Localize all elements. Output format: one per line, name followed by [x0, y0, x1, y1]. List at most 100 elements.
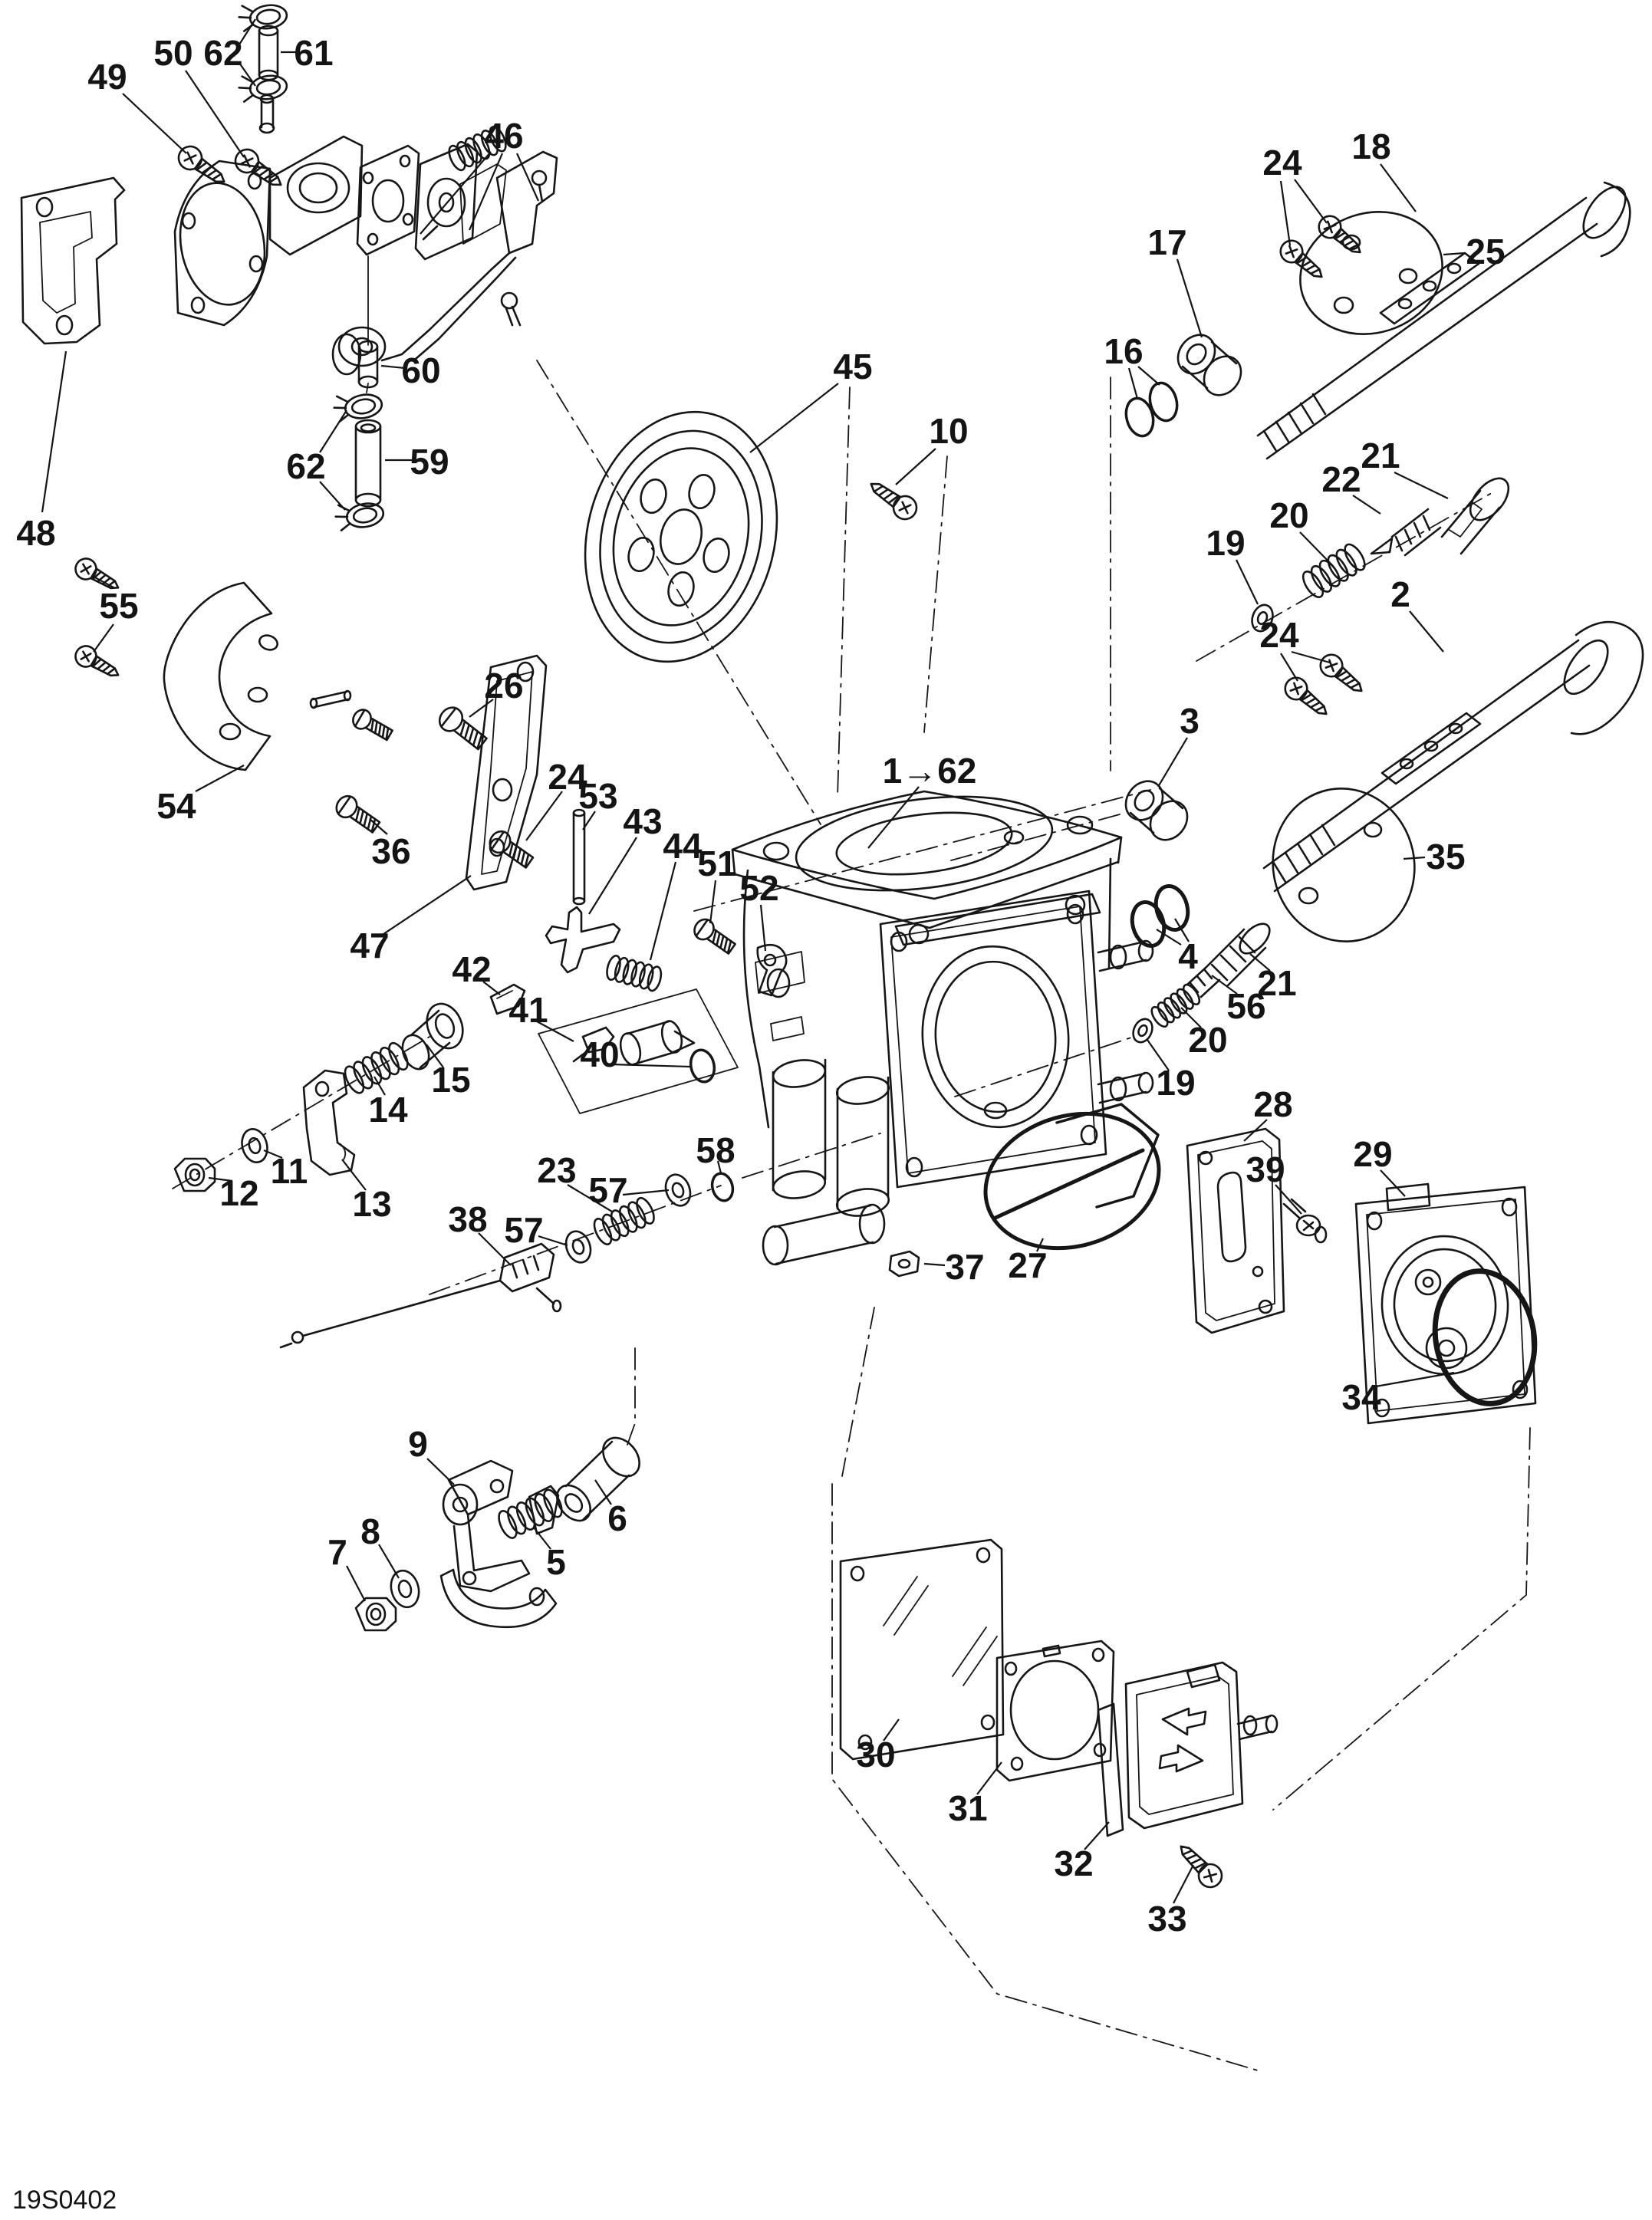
part-label-61: 61: [294, 33, 333, 73]
leader-line-38: [479, 1233, 511, 1265]
line-art: [915, 940, 1076, 1133]
line-art: [537, 1288, 554, 1304]
part-57-washer: [561, 1226, 596, 1268]
line-art: [673, 1031, 694, 1052]
line-art: [1334, 298, 1353, 313]
line-art: [428, 179, 465, 226]
line-art: [578, 413, 784, 660]
leader-line-40: [611, 1064, 690, 1067]
part-label-21b: 21: [1257, 963, 1296, 1003]
leader-line-24a: [1281, 181, 1290, 245]
part-43-lever: [546, 907, 620, 972]
line-art: [463, 1572, 476, 1584]
line-art: [1423, 281, 1436, 291]
part-15-sleeve: [398, 998, 469, 1073]
leader-line-16: [1129, 368, 1137, 399]
line-art: [1012, 1758, 1022, 1770]
part-label-58: 58: [696, 1130, 735, 1170]
line-art: [891, 906, 1095, 1173]
leader-line-18: [1381, 164, 1416, 212]
part-label-32: 32: [1054, 1843, 1093, 1883]
line-art: [303, 1281, 500, 1336]
line-art: [553, 1301, 561, 1311]
line-art: [1111, 946, 1126, 969]
line-art: [899, 1260, 910, 1268]
part-34-oring: [1425, 1263, 1545, 1412]
line-art: [1126, 1663, 1242, 1828]
line-art: [1356, 1187, 1535, 1423]
leader-line-12: [209, 1178, 232, 1181]
leader-line-24b: [1281, 653, 1298, 681]
line-art: [627, 1348, 635, 1445]
line-art: [765, 955, 775, 965]
line-art: [491, 985, 525, 1014]
leader-line-1-62: [868, 787, 919, 848]
line-art: [529, 1486, 558, 1534]
leader-line-56: [1212, 975, 1237, 994]
line-art: [1284, 1199, 1305, 1218]
part-label-17: 17: [1147, 222, 1186, 262]
line-art: [403, 214, 413, 225]
line-art: [398, 1031, 434, 1074]
line-art: [270, 136, 362, 255]
line-art: [1264, 640, 1589, 891]
part-32-pump-cover: [1098, 1663, 1277, 1836]
leader-line-14: [374, 1077, 385, 1095]
line-art: [574, 898, 584, 904]
line-art: [1371, 538, 1392, 554]
leader-line-20b: [1181, 1008, 1201, 1028]
line-art: [1212, 937, 1255, 980]
line-art: [333, 334, 360, 374]
leader-line-43: [589, 837, 637, 914]
line-art: [910, 925, 928, 943]
line-art: [1427, 1328, 1466, 1368]
part-label-35: 35: [1426, 837, 1465, 876]
line-art: [359, 341, 377, 352]
leader-line-3: [1158, 738, 1187, 787]
line-art: [1130, 788, 1183, 833]
line-art: [1299, 888, 1318, 903]
line-art: [665, 570, 697, 608]
line-art: [260, 123, 274, 133]
line-art: [466, 656, 546, 890]
line-art: [772, 1168, 827, 1201]
part-label-18: 18: [1351, 127, 1390, 166]
line-art: [1442, 491, 1499, 554]
line-art: [373, 180, 403, 222]
line-art: [1399, 299, 1411, 308]
line-art: [1258, 198, 1597, 459]
line-art: [313, 692, 348, 707]
part-label-9: 9: [408, 1424, 428, 1464]
leader-line-54: [196, 765, 244, 791]
part-label-48: 48: [16, 513, 55, 553]
line-art: [773, 1060, 825, 1190]
line-art: [1094, 1744, 1105, 1756]
part-label-6: 6: [607, 1498, 627, 1538]
leader-line-39: [1275, 1185, 1302, 1214]
line-art: [292, 1332, 303, 1343]
part-24-screw: [1275, 235, 1330, 287]
line-art: [538, 989, 738, 1113]
line-art: [1284, 194, 1458, 352]
part-label-24c: 24: [548, 757, 587, 797]
line-art: [416, 258, 515, 359]
line-art: [1367, 1199, 1525, 1411]
leader-line-57a: [538, 1236, 568, 1245]
part-label-11: 11: [271, 1151, 308, 1191]
leader-line-53: [583, 811, 595, 830]
part-label-57a: 57: [504, 1210, 543, 1250]
line-art: [1235, 919, 1275, 959]
line-art: [411, 1011, 449, 1067]
part-7-nut: [354, 1597, 397, 1632]
line-art: [1196, 491, 1496, 661]
line-art: [344, 691, 350, 700]
part-36-screw: [331, 791, 383, 837]
leader-line-62a: [239, 19, 255, 44]
line-art: [433, 1011, 457, 1041]
part-label-46: 46: [484, 116, 523, 156]
leader-line-5: [534, 1528, 551, 1549]
line-art: [171, 176, 274, 311]
line-art: [841, 1540, 1003, 1759]
